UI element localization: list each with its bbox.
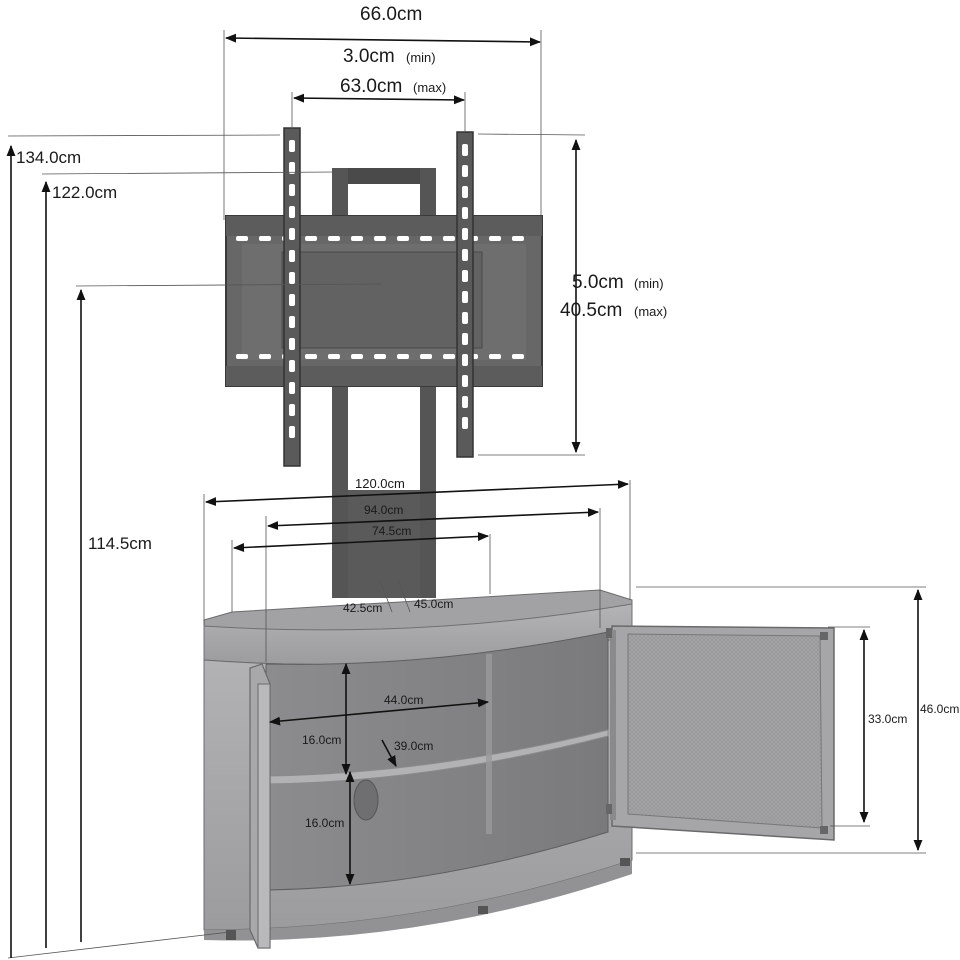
slot (305, 354, 317, 359)
label-shelf-39: 39.0cm (394, 739, 433, 753)
slot (289, 140, 295, 152)
label-height-114: 114.5cm (88, 534, 152, 553)
foot (478, 906, 488, 914)
slot (512, 236, 524, 241)
label-arm-min-tag: (min) (406, 50, 436, 65)
slot (462, 291, 468, 303)
slot (289, 228, 295, 240)
label-vadj-max: 40.5cm (560, 300, 622, 321)
label-width-120: 120.0cm (355, 476, 405, 491)
slot (351, 354, 363, 359)
slot (289, 162, 295, 174)
slot (462, 186, 468, 198)
label-width-94: 94.0cm (364, 503, 403, 517)
label-depth-42: 42.5cm (343, 601, 382, 615)
arrow-66 (224, 33, 542, 47)
slot (289, 426, 295, 438)
label-vadj-min-tag: (min) (634, 276, 664, 291)
label-top-width: 66.0cm (360, 4, 422, 25)
slot (259, 236, 271, 241)
slot (462, 249, 468, 261)
extension-lines (7, 30, 926, 959)
arrow-74 (232, 532, 490, 552)
slot (462, 228, 468, 240)
slot (420, 354, 432, 359)
arrow-94 (266, 507, 600, 531)
slot (289, 184, 295, 196)
foot (226, 930, 236, 940)
slot (374, 236, 386, 241)
slot (289, 338, 295, 350)
slot (462, 417, 468, 429)
dimension-labels: 66.0cm 3.0cm (min) 63.0cm (max) 134.0cm … (16, 4, 959, 830)
slot (328, 354, 340, 359)
arrow-120 (204, 479, 630, 507)
slot (289, 206, 295, 218)
slot (462, 396, 468, 408)
left-door (249, 663, 271, 949)
slot (462, 354, 468, 366)
arrow-39 (381, 739, 397, 767)
slot (512, 354, 524, 359)
slot (462, 144, 468, 156)
label-gap-lower: 16.0cm (305, 816, 344, 830)
slot (462, 375, 468, 387)
slot (289, 316, 295, 328)
label-width-74: 74.5cm (372, 524, 411, 538)
slot (236, 354, 248, 359)
slot (289, 360, 295, 372)
slot (289, 250, 295, 262)
label-height-134: 134.0cm (16, 148, 81, 167)
label-height-122: 122.0cm (52, 183, 117, 202)
slot (462, 207, 468, 219)
label-arm-min: 3.0cm (343, 46, 395, 67)
label-vadj-max-tag: (max) (634, 304, 667, 319)
slot (328, 236, 340, 241)
slot (462, 270, 468, 282)
label-arm-max: 63.0cm (340, 76, 402, 97)
arrow-44 (268, 698, 490, 726)
slot (374, 354, 386, 359)
label-gap-upper: 16.0cm (302, 733, 341, 747)
slot (289, 404, 295, 416)
label-door-33: 33.0cm (868, 712, 907, 726)
label-arm-max-tag: (max) (413, 80, 446, 95)
slot (305, 236, 317, 241)
tv-cabinet (203, 589, 835, 949)
slot (259, 354, 271, 359)
glass-shelf (265, 729, 609, 785)
slot (289, 272, 295, 284)
slot (462, 312, 468, 324)
label-shelf-44: 44.0cm (384, 693, 423, 707)
slot (236, 236, 248, 241)
slot (489, 354, 501, 359)
slot (289, 382, 295, 394)
slot (443, 236, 455, 241)
label-vadj-min: 5.0cm (572, 272, 624, 293)
foot (620, 858, 630, 866)
dimension-arrows (6, 33, 923, 958)
slot (443, 354, 455, 359)
arm-slots (289, 140, 468, 438)
slot (397, 236, 409, 241)
slot (351, 236, 363, 241)
slot (462, 333, 468, 345)
cable-hole (353, 779, 379, 821)
slot (489, 236, 501, 241)
arrow-arm-spacing (292, 93, 466, 105)
right-door (606, 625, 835, 841)
slot (420, 236, 432, 241)
slot (289, 294, 295, 306)
slot (462, 165, 468, 177)
label-depth-45: 45.0cm (414, 597, 453, 611)
slot (397, 354, 409, 359)
label-door-46: 46.0cm (920, 702, 959, 716)
wall-plate (225, 215, 543, 387)
